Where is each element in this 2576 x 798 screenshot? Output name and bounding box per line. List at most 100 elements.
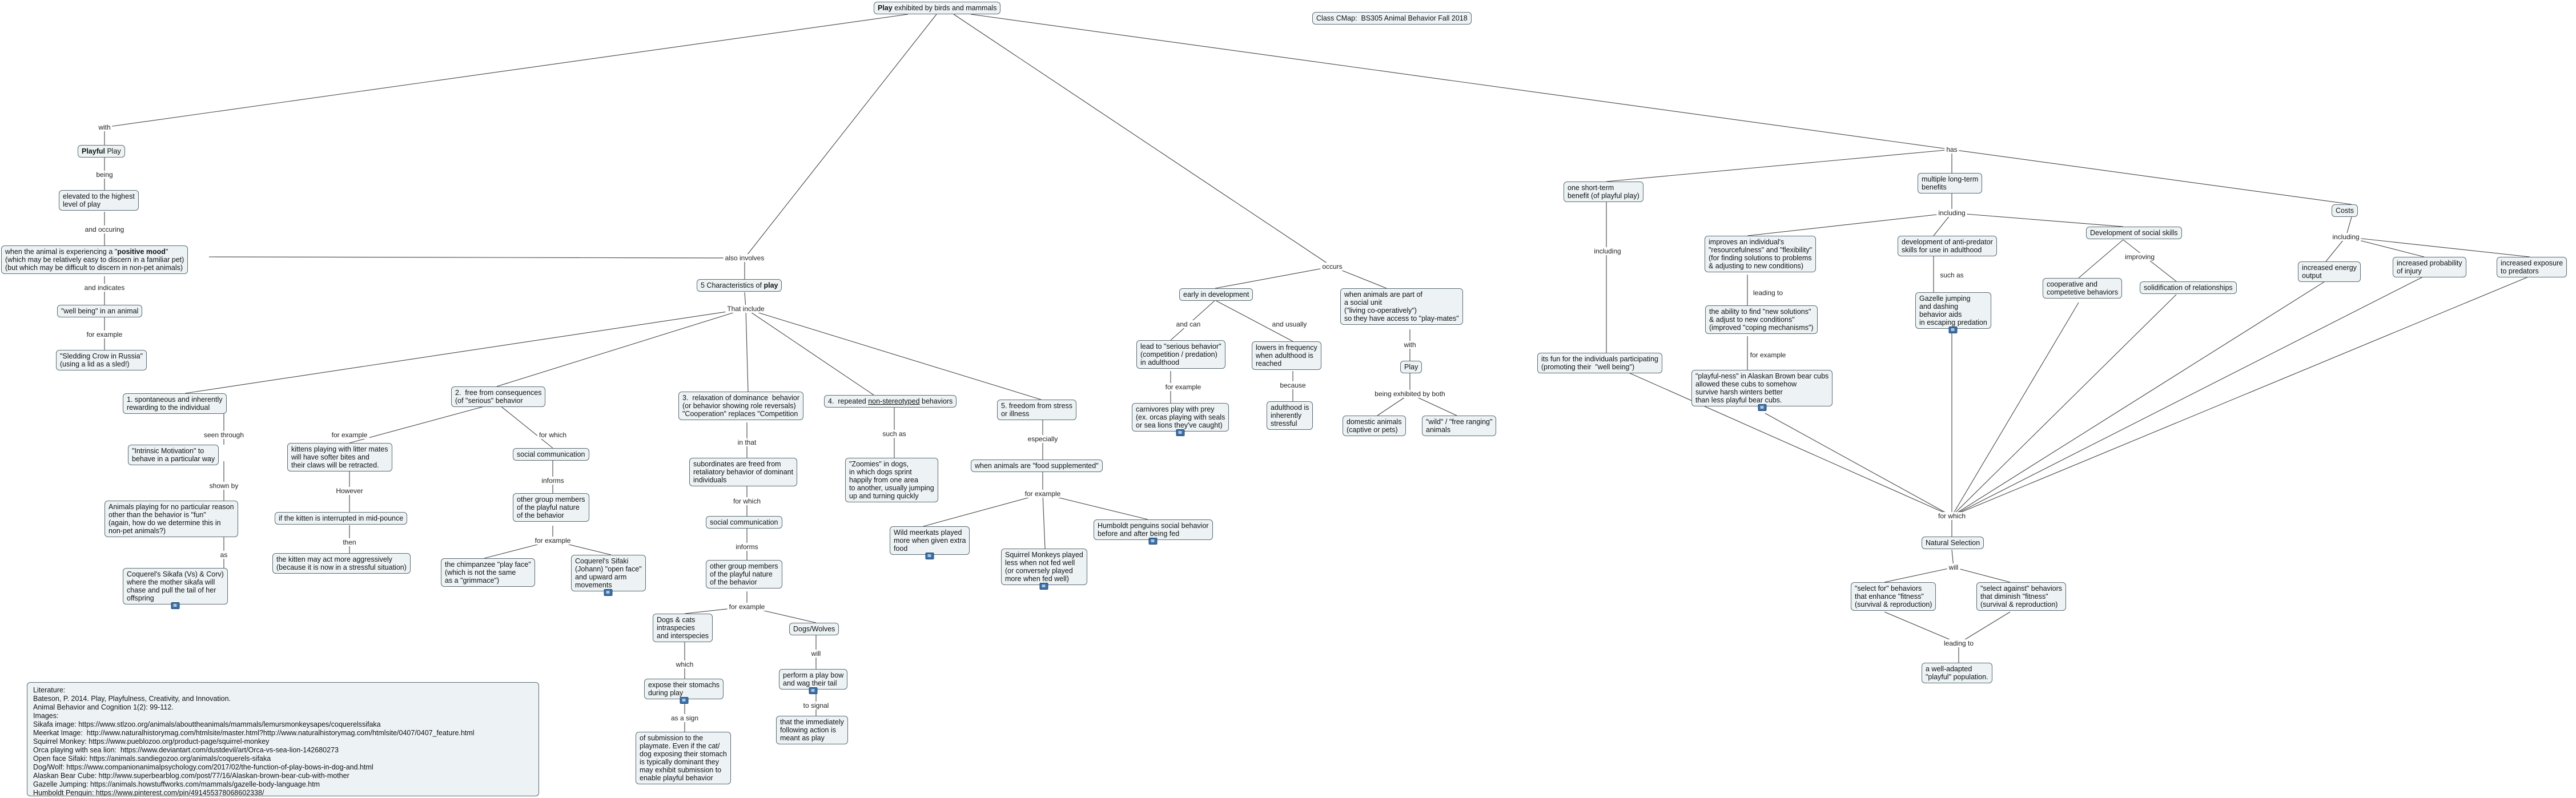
node-characteristic-3[interactable]: 3. relaxation of dominance behavior (or … (678, 392, 803, 420)
node-characteristic-4[interactable]: 4. repeated non-stereotyped behaviors (824, 395, 957, 408)
node-chimpanzee[interactable]: the chimpanzee "play face" (which is not… (441, 558, 535, 587)
link-label: leading to (1751, 289, 1785, 297)
link-label: then (341, 538, 358, 546)
image-icon[interactable] (1039, 583, 1048, 590)
node-wild[interactable]: "wild" / "free ranging" animals (1422, 416, 1497, 436)
node-domestic[interactable]: domestic animals (captive or pets) (1343, 416, 1406, 436)
node-gazelle[interactable]: Gazelle jumping and dashing behavior aid… (1915, 292, 1991, 333)
root-node-play[interactable]: Play exhibited by birds and mammals (874, 2, 1001, 14)
image-icon[interactable] (604, 589, 613, 596)
node-fun[interactable]: its fun for the individuals participatin… (1537, 353, 1662, 373)
node-characteristic-5[interactable]: 5. freedom from stress or illness (997, 400, 1077, 420)
node-early-development[interactable]: early in development (1179, 288, 1253, 301)
node-costs[interactable]: Costs (2332, 204, 2358, 217)
node-intrinsic-motivation[interactable]: "Intrinsic Motivation" to behave in a pa… (128, 445, 219, 465)
connector-line (349, 402, 497, 444)
node-social-communication-1[interactable]: social communication (513, 448, 589, 461)
node-social-unit[interactable]: when animals are part of a social unit (… (1340, 288, 1463, 325)
node-resourcefulness[interactable]: improves an individual's "resourcefulnes… (1705, 236, 1817, 272)
image-icon[interactable] (171, 602, 180, 609)
node-exposure[interactable]: increased exposure to predators (2497, 257, 2567, 277)
node-play-bow[interactable]: perform a play bow and wag their tail (779, 669, 848, 694)
node-cooperative[interactable]: cooperative and competetive behaviors (2043, 278, 2123, 299)
node-elevated[interactable]: elevated to the highest level of play (59, 190, 139, 211)
node-kitten-interrupted[interactable]: if the kitten is interrupted in mid-poun… (275, 512, 408, 525)
link-label: being (94, 171, 115, 179)
node-well-being[interactable]: "well being" in an animal (57, 305, 143, 317)
image-icon[interactable] (680, 697, 689, 704)
node-zoomies[interactable]: "Zoomies" in dogs, in which dogs sprint … (845, 458, 938, 502)
node-other-group-2[interactable]: other group members of the playful natur… (706, 560, 782, 589)
node-animals-playing[interactable]: Animals playing for no particular reason… (105, 501, 238, 537)
node-characteristic-2[interactable]: 2. free from consequences (of "serious" … (451, 386, 546, 407)
node-select-against[interactable]: "select against" behaviors that diminish… (1976, 582, 2066, 611)
humboldt-text: Humboldt penguins social behavior before… (1098, 522, 1209, 538)
node-well-adapted[interactable]: a well-adapted "playful" population. (1922, 663, 1992, 683)
connector-line (1953, 567, 2011, 583)
node-humboldt[interactable]: Humboldt penguins social behavior before… (1094, 519, 1213, 545)
link-label: also involves (723, 254, 766, 262)
connector-line (1606, 149, 1952, 182)
link-label: as a sign (669, 714, 701, 722)
image-icon[interactable] (1176, 429, 1185, 436)
node-coquerel-sifaki[interactable]: Coquerel's Sifaki (Johann) "open face" a… (571, 555, 646, 596)
node-positive-mood[interactable]: when the animal is experiencing a "posit… (1, 245, 188, 274)
node-subordinates[interactable]: subordinates are freed from retaliatory … (689, 458, 798, 486)
image-icon[interactable] (809, 687, 818, 694)
connector-line (496, 308, 746, 387)
image-icon[interactable] (1948, 327, 1958, 333)
node-ability[interactable]: the ability to find "new solutions" & ad… (1705, 305, 1818, 334)
node-sledding-crow[interactable]: "Sledding Crow in Russia" (using a lid a… (56, 350, 147, 370)
playful-rest: Play (105, 147, 121, 155)
node-long-term[interactable]: multiple long-term benefits (1918, 173, 1983, 194)
node-social-skills[interactable]: Development of social skills (2086, 227, 2182, 239)
expose-text: expose their stomachs during play (648, 681, 720, 697)
node-other-group-1[interactable]: other group members of the playful natur… (513, 493, 589, 522)
node-social-communication-2[interactable]: social communication (706, 516, 782, 529)
node-meerkats[interactable]: Wild meerkats played more when given ext… (890, 526, 970, 559)
node-squirrel-monkeys[interactable]: Squirrel Monkeys played less when not fe… (1001, 549, 1087, 590)
connector-line (970, 14, 1952, 150)
node-play-small[interactable]: Play (1400, 361, 1422, 373)
link-label: However (334, 487, 365, 495)
image-icon[interactable] (1758, 404, 1767, 411)
node-kittens[interactable]: kittens playing with litter mates will h… (287, 443, 392, 471)
node-characteristic-1[interactable]: 1. spontaneous and inherently rewarding … (123, 393, 227, 414)
node-anti-predator[interactable]: development of anti-predator skills for … (1898, 236, 1997, 256)
node-carnivores[interactable]: carnivores play with prey (ex. orcas pla… (1132, 403, 1229, 436)
connector-line (1627, 372, 1952, 517)
node-expose-stomachs[interactable]: expose their stomachs during play (644, 679, 724, 704)
image-icon[interactable] (925, 553, 934, 559)
node-dogs-cats[interactable]: Dogs & cats intraspecies and interspecie… (653, 614, 713, 642)
node-five-characteristics[interactable]: 5 Characteristics of play (697, 279, 782, 292)
node-submission[interactable]: of submission to the playmate. Even if t… (636, 732, 731, 784)
link-label: That include (725, 305, 766, 313)
node-dogs-wolves[interactable]: Dogs/Wolves (789, 623, 839, 635)
node-aggressively[interactable]: the kitten may act more aggressively (be… (272, 553, 411, 574)
node-lowers-frequency[interactable]: lowers in frequency when adulthood is re… (1252, 341, 1321, 370)
node-bear-cubs[interactable]: "playful-ness" in Alaskan Brown bear cub… (1691, 370, 1833, 411)
link-label: will (809, 650, 823, 658)
playful-bold: Playful (82, 147, 105, 155)
node-adulthood-stressful[interactable]: adulthood is inherently stressful (1267, 401, 1313, 430)
node-coquerel-sikafa[interactable]: Coquerel's Sikafa (Vs) & Corv) where the… (123, 568, 228, 609)
connector-line (745, 308, 874, 396)
node-immediately[interactable]: that the immediately following action is… (776, 716, 848, 744)
node-injury[interactable]: increased probability of injury (2393, 257, 2466, 277)
bear-text: "playful-ness" in Alaskan Brown bear cub… (1695, 372, 1829, 404)
connector-line (1747, 212, 1952, 236)
connector-line (1765, 413, 1952, 517)
connector-line (1042, 493, 1148, 520)
node-solidification[interactable]: solidification of relationships (2140, 281, 2237, 294)
node-energy[interactable]: increased energy output (2298, 261, 2361, 282)
connector-line (1951, 276, 2425, 517)
node-select-for[interactable]: "select for" behaviors that enhance "fit… (1851, 582, 1936, 611)
node-natural-selection[interactable]: Natural Selection (1922, 537, 1984, 549)
node-food-supplemented[interactable]: when animals are "food supplemented" (971, 460, 1103, 472)
node-serious-behavior[interactable]: lead to "serious behavior" (competition … (1136, 340, 1225, 369)
connector-line (1951, 212, 2124, 227)
image-icon[interactable] (1148, 538, 1158, 545)
node-short-term[interactable]: one short-term benefit (of playful play) (1564, 182, 1643, 202)
node-playful-play[interactable]: Playful Play (78, 145, 125, 158)
